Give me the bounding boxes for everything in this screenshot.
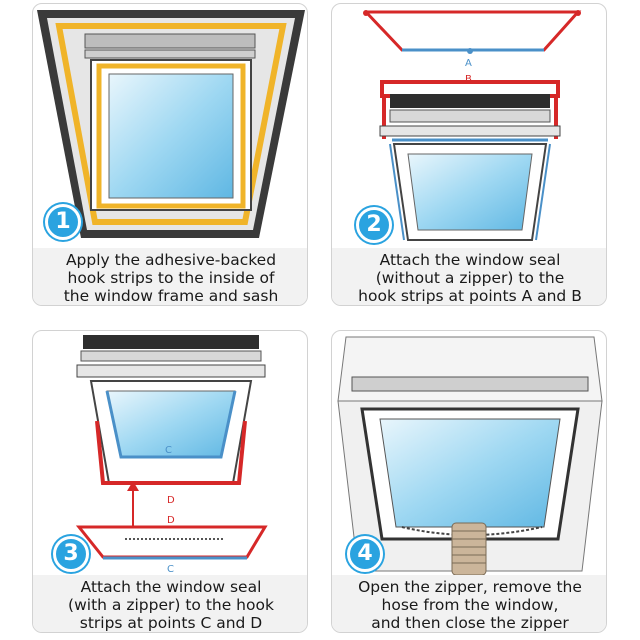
step-4-caption-box: Open the zipper, remove the hose from th… [332, 575, 606, 632]
blind-rail [351, 376, 589, 392]
hook-strip-inner [96, 63, 246, 209]
step-number-badge: 3 [53, 536, 89, 572]
blind-box [390, 94, 550, 108]
step-3-caption: Attach the window seal (with a zipper) t… [68, 577, 274, 632]
step-1-illustration [37, 10, 305, 238]
window-seal-piece [75, 525, 268, 559]
step-4-caption: Open the zipper, remove the hose from th… [358, 577, 582, 632]
seal-blue-left [389, 143, 405, 241]
step-1-panel: 1 Apply the adhesive-backed hook strips … [32, 3, 308, 306]
glass-pane [108, 73, 234, 199]
label-c-top: C [165, 445, 172, 456]
step-4-illustration [337, 336, 603, 575]
seal-red [95, 420, 247, 485]
step-1-caption-box: Apply the adhesive-backed hook strips to… [33, 248, 307, 305]
step-2-panel: A B A 2 Attach the window seal (without … [331, 3, 607, 306]
step-3-panel: C D D C 3 Attach the window seal (with a… [32, 330, 308, 633]
glass-pane [379, 418, 561, 528]
glass-pane [407, 153, 533, 231]
step-number-badge: 1 [45, 204, 81, 240]
label-d-top: D [167, 495, 175, 506]
arrow-up-icon [127, 481, 139, 491]
step-1-caption: Apply the adhesive-backed hook strips to… [63, 250, 279, 305]
seal-blue-right [535, 143, 551, 241]
blind-box [83, 335, 259, 349]
handle-bar [379, 125, 561, 137]
blind-rail [389, 109, 551, 123]
step-2-caption-box: Attach the window seal (without a zipper… [332, 248, 606, 305]
label-c-bottom: C [167, 564, 174, 575]
blind-rail [80, 350, 262, 362]
blind-box [84, 33, 256, 49]
step-3-caption-box: Attach the window seal (with a zipper) t… [33, 575, 307, 632]
step-2-illustration: A B A [363, 10, 582, 241]
step-number-badge: 4 [347, 536, 383, 572]
label-b: B [465, 74, 472, 85]
window-seal-piece [363, 10, 582, 54]
hose-icon [451, 522, 487, 575]
seal-blue [105, 390, 237, 459]
blind-rail [84, 49, 256, 59]
hook-strip-outer [55, 23, 287, 225]
step-2-caption: Attach the window seal (without a zipper… [358, 250, 582, 305]
zipper-line [401, 526, 543, 536]
step-3-illustration: C D D C [75, 335, 268, 575]
label-d-bottom: D [167, 515, 175, 526]
handle-bar [76, 364, 266, 378]
step-number-badge: 2 [356, 207, 392, 243]
step-4-panel: 4 Open the zipper, remove the hose from … [331, 330, 607, 633]
label-a-top: A [465, 58, 472, 69]
